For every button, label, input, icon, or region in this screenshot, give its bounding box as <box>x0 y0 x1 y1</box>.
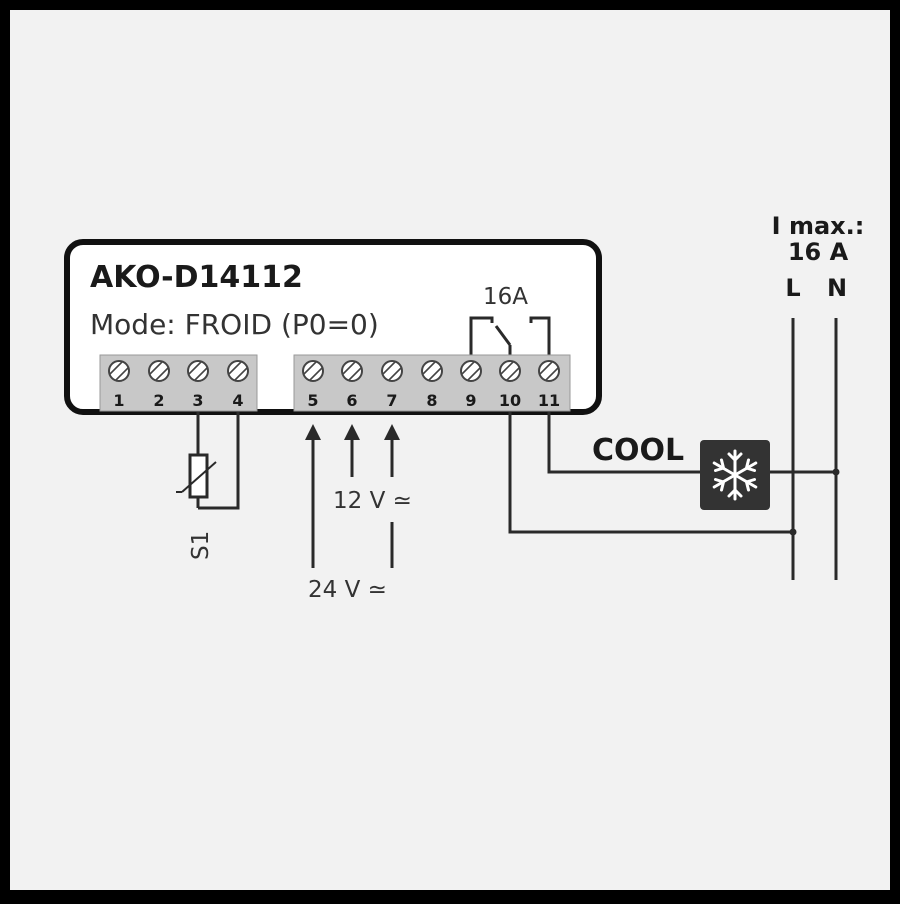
terminal-screw <box>499 360 521 382</box>
terminal-4: 4 <box>227 360 249 410</box>
voltage-24v: 24 V ≃ <box>308 577 387 603</box>
terminal-number: 7 <box>386 391 397 410</box>
terminal-7: 7 <box>381 360 403 410</box>
snowflake-icon <box>712 449 758 501</box>
power-supply-wiring <box>305 424 400 568</box>
line-label: L <box>785 274 800 302</box>
relay-rating: 16A <box>483 284 528 310</box>
terminal-number: 8 <box>426 391 437 410</box>
terminal-screw <box>421 360 443 382</box>
terminal-screw <box>341 360 363 382</box>
terminal-number: 4 <box>232 391 243 410</box>
terminal-screw <box>302 360 324 382</box>
terminal-number: 11 <box>538 391 560 410</box>
device-model: AKO-D14112 <box>90 260 303 295</box>
terminal-screw <box>538 360 560 382</box>
terminal-screw <box>108 360 130 382</box>
terminal-number: 1 <box>113 391 124 410</box>
terminal-9: 9 <box>460 360 482 410</box>
terminal-group: 1 2 3 4 5 6 7 8 9 10 11 <box>108 360 560 410</box>
device-mode: Mode: FROID (P0=0) <box>90 308 379 341</box>
imax-label: I max.: <box>772 212 865 240</box>
sensor-s1 <box>176 412 240 510</box>
terminal-number: 3 <box>192 391 203 410</box>
terminal-6: 6 <box>341 360 363 410</box>
neutral-label: N <box>827 274 847 302</box>
terminal-number: 9 <box>465 391 476 410</box>
terminal-screw <box>148 360 170 382</box>
output-wiring <box>508 412 840 536</box>
voltage-12v: 12 V ≃ <box>333 488 412 514</box>
terminal-2: 2 <box>148 360 170 410</box>
terminal-number: 10 <box>499 391 521 410</box>
terminal-number: 2 <box>153 391 164 410</box>
terminal-screw <box>227 360 249 382</box>
sensor-label: S1 <box>188 531 214 560</box>
terminal-8: 8 <box>421 360 443 410</box>
terminal-screw <box>460 360 482 382</box>
terminal-screw <box>187 360 209 382</box>
terminal-3: 3 <box>187 360 209 410</box>
relay-contact-symbol <box>469 316 551 355</box>
terminal-number: 6 <box>346 391 357 410</box>
terminal-number: 5 <box>307 391 318 410</box>
terminal-5: 5 <box>302 360 324 410</box>
cool-label: COOL <box>592 433 684 468</box>
terminal-1: 1 <box>108 360 130 410</box>
mains-lines <box>791 318 838 580</box>
terminal-10: 10 <box>499 360 521 410</box>
imax-value: 16 A <box>788 238 849 266</box>
terminal-11: 11 <box>538 360 560 410</box>
terminal-screw <box>381 360 403 382</box>
